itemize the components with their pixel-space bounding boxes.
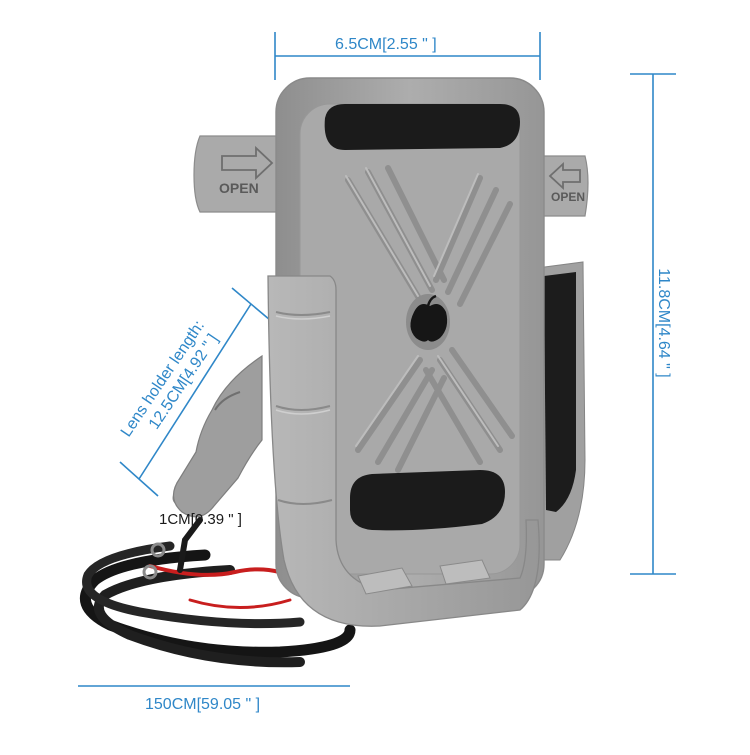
x-ribs-highlight [345, 167, 499, 447]
width-dimension-label: 6.5CM[2.55 " ] [335, 36, 437, 53]
center-logo [406, 294, 450, 350]
top-rubber-pad [324, 104, 520, 150]
height-dimension-label: 11.8CM[4.64 " ] [655, 268, 672, 378]
bottom-rubber-pad [350, 470, 505, 531]
cable-bundle [80, 517, 356, 668]
mount-diameter-label: 1CM[0.39 " ] [159, 511, 242, 528]
dimension-lines [78, 32, 676, 687]
left-side-grip [193, 135, 291, 213]
cable-length-label: 150CM[59.05 " ] [145, 696, 261, 713]
mount-arm [172, 354, 263, 518]
left-open-label: OPEN [219, 180, 259, 196]
right-open-label: OPEN [551, 190, 586, 204]
left-front-clamp [267, 275, 540, 627]
